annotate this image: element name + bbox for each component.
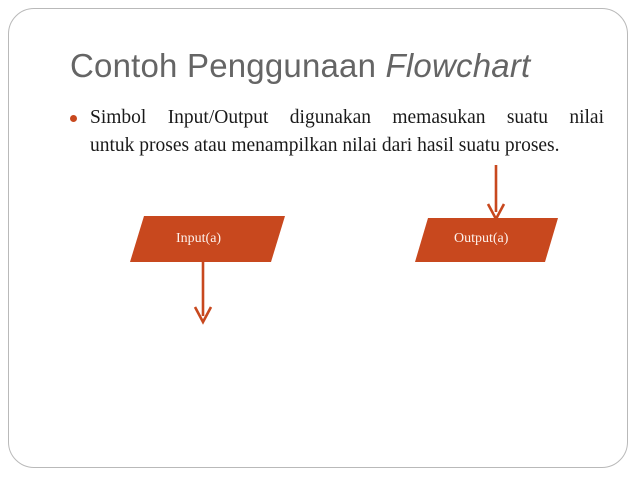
bullet-list-item: Simbol Input/Output digunakan memasukan … [68, 104, 604, 160]
output-arrow-head-icon [486, 203, 506, 222]
input-arrow-head-icon [193, 306, 213, 325]
input-parallelogram-shape[interactable] [130, 216, 285, 262]
bullet-line-1: Simbol Input/Output digunakan memasukan … [90, 107, 604, 128]
page-title-italic: Flowchart [385, 47, 531, 84]
bullet-dot-icon [70, 115, 77, 122]
bullet-line-2: untuk proses atau menampilkan nilai dari… [90, 135, 560, 156]
output-parallelogram-shape[interactable] [415, 218, 558, 262]
bullet-paragraph: Simbol Input/Output digunakan memasukan … [90, 104, 604, 160]
output-down-arrow [486, 165, 506, 222]
page-title-plain: Contoh Penggunaan [70, 47, 386, 84]
page-title: Contoh Penggunaan Flowchart [70, 46, 610, 86]
input-down-arrow [193, 262, 213, 325]
